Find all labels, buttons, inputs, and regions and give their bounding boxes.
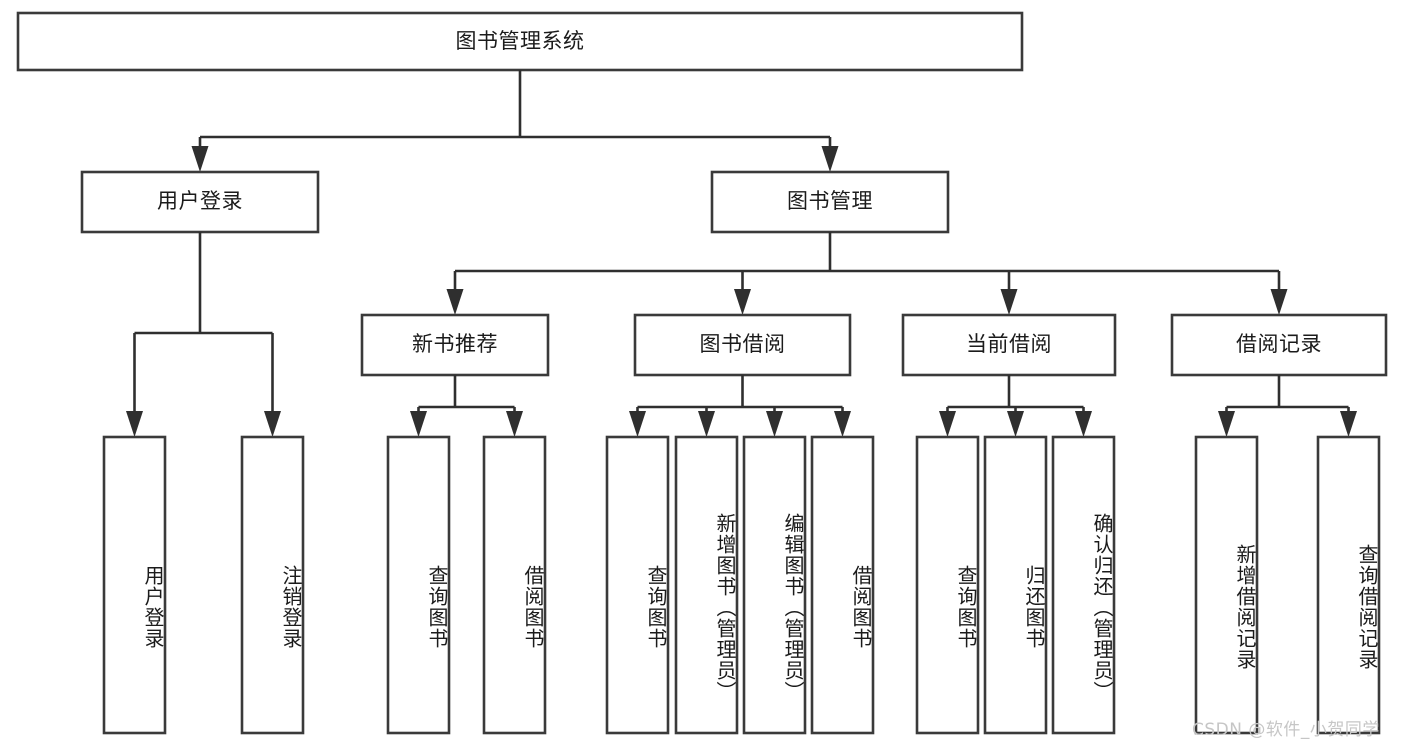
arrow-head-icon (410, 411, 427, 437)
node-leaf-1-0-0-查询图书[interactable] (386, 435, 451, 735)
node-leaf-1-0-1-借阅图书[interactable] (482, 435, 547, 735)
csdn-watermark: CSDN @软件_小贺同学 (1192, 720, 1380, 740)
node-level2-1-图书管理[interactable] (710, 170, 950, 234)
arrow-head-icon (126, 411, 143, 437)
node-leaf-1-1-3-借阅图书[interactable] (810, 435, 875, 735)
arrow-head-icon (1340, 411, 1357, 437)
arrow-head-icon (1270, 289, 1288, 315)
arrow-head-icon (506, 411, 523, 437)
arrow-head-icon (1007, 411, 1024, 437)
arrow-head-icon (939, 411, 956, 437)
arrow-head-icon (446, 289, 464, 315)
node-leaf-1-3-1-查询借阅记录[interactable] (1316, 435, 1381, 735)
node-leaf-0-1-注销登录[interactable] (240, 435, 305, 735)
arrow-head-icon (1000, 289, 1018, 315)
node-level2-0-用户登录[interactable] (80, 170, 320, 234)
node-leaf-0-0-用户登录[interactable] (102, 435, 167, 735)
arrow-head-icon (264, 411, 281, 437)
node-leaf-1-2-2-确认归还管理员[interactable] (1051, 435, 1116, 735)
arrow-head-icon (821, 146, 839, 172)
arrow-head-icon (191, 146, 209, 172)
node-leaf-1-1-1-新增图书管理员[interactable] (674, 435, 739, 735)
node-level3-1-2-当前借阅[interactable] (901, 313, 1117, 377)
arrow-head-icon (1075, 411, 1092, 437)
arrow-head-icon (766, 411, 783, 437)
node-leaf-1-2-0-查询图书[interactable] (915, 435, 980, 735)
node-leaf-1-2-1-归还图书[interactable] (983, 435, 1048, 735)
arrow-head-icon (734, 289, 751, 315)
arrow-head-icon (629, 411, 646, 437)
arrow-head-icon (698, 411, 715, 437)
node-root[interactable] (16, 11, 1024, 72)
node-leaf-1-1-0-查询图书[interactable] (605, 435, 670, 735)
node-level3-1-1-图书借阅[interactable] (633, 313, 852, 377)
node-leaf-1-1-2-编辑图书管理员[interactable] (742, 435, 807, 735)
node-leaf-1-3-0-新增借阅记录[interactable] (1194, 435, 1259, 735)
arrow-head-icon (834, 411, 851, 437)
arrow-head-icon (1218, 411, 1235, 437)
node-level3-1-0-新书推荐[interactable] (360, 313, 550, 377)
node-level3-1-3-借阅记录[interactable] (1170, 313, 1388, 377)
